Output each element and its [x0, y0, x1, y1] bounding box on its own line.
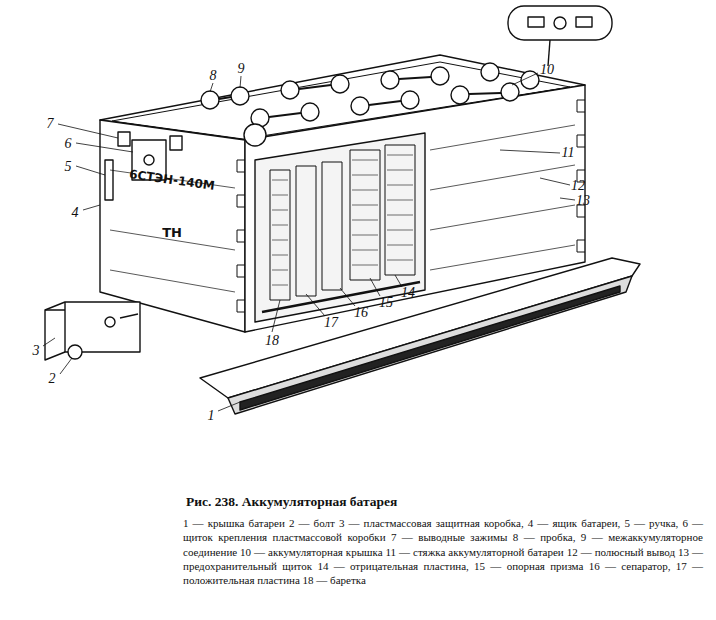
callout-number: 4: [72, 206, 79, 220]
callout-number: 3: [33, 344, 40, 358]
callout-number: 13: [576, 194, 590, 208]
callout-number: 5: [65, 160, 72, 174]
callout-number: 18: [265, 334, 279, 348]
callout-number: 16: [354, 306, 368, 320]
callout-number: 7: [47, 117, 54, 131]
box-marking: ТН: [162, 226, 182, 239]
callout-number: 1: [208, 409, 215, 423]
callout-number: 15: [379, 296, 393, 310]
figure-title: Рис. 238. Аккумуляторная батарея: [186, 494, 397, 510]
callout-number: 14: [401, 286, 415, 300]
callout-number: 11: [562, 146, 575, 160]
callout-number: 2: [49, 372, 56, 386]
callout-number: 6: [65, 137, 72, 151]
callout-number: 10: [540, 63, 554, 77]
callout-number: 9: [238, 62, 245, 76]
callout-number: 17: [324, 316, 338, 330]
figure-caption: 1 — крышка батареи 2 — болт 3 — пластмас…: [183, 516, 703, 587]
callout-number: 8: [210, 69, 217, 83]
callout-number: 12: [571, 179, 585, 193]
